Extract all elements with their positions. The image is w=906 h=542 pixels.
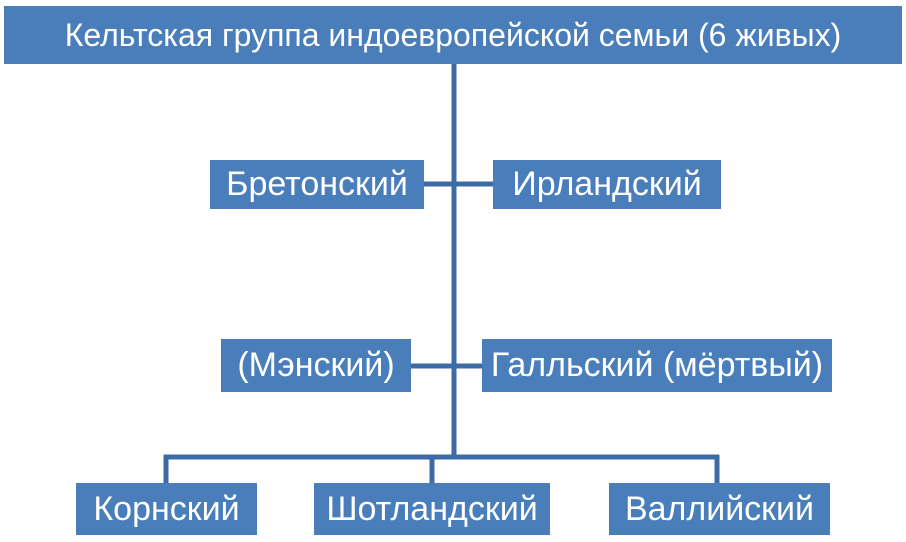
node-cornish: Корнский	[76, 483, 257, 535]
node-manx: (Мэнский)	[221, 339, 411, 392]
node-welsh: Валлийский	[609, 483, 830, 535]
node-irish: Ирландский	[493, 160, 721, 209]
node-gaelic: Галльский (мёртвый)	[482, 339, 832, 392]
node-scottish: Шотландский	[314, 483, 550, 535]
diagram-title: Кельтская группа индоевропейской семьи (…	[4, 6, 902, 64]
node-breton: Бретонский	[210, 160, 424, 209]
